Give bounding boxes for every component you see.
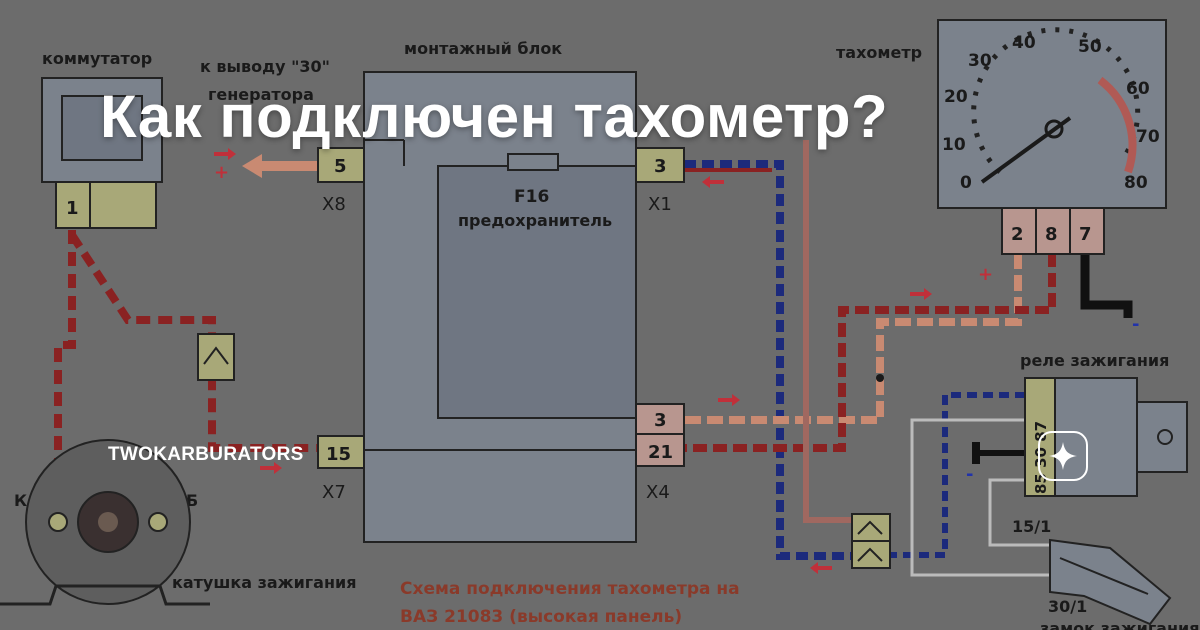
montage-block: монтажный блок F16 предохранитель [363, 39, 637, 543]
svg-text:2: 2 [1011, 224, 1024, 245]
wire-kommutator-x7 [68, 232, 318, 452]
svg-text:40: 40 [1012, 33, 1036, 53]
minus-tacho: - [1132, 314, 1139, 335]
to-generator-line2: генератора [208, 85, 314, 104]
ignition-switch-label: замок зажигания [1040, 619, 1200, 630]
svg-text:30: 30 [968, 51, 992, 71]
tachometer-label: тахометр [836, 43, 922, 62]
to-generator-line1: к выводу "30" [200, 57, 330, 76]
wire-tacho-pin7 [1080, 253, 1133, 318]
diode [197, 333, 235, 381]
wire-relay-blue [890, 392, 1025, 558]
connector-x7-name: X7 [322, 482, 346, 503]
kommutator-label: коммутатор [42, 49, 152, 68]
junction-dot [876, 374, 884, 382]
svg-text:10: 10 [942, 135, 966, 155]
connector-x1-name: X1 [648, 194, 672, 215]
sparkle-button[interactable] [1038, 431, 1088, 481]
sparkle-icon [1049, 442, 1077, 470]
svg-text:3: 3 [654, 156, 667, 177]
connector-x8-name: X8 [322, 194, 346, 215]
tachometer-needle [980, 116, 1072, 184]
wires [54, 140, 1133, 577]
wire-kommutator-coil [54, 230, 76, 520]
connector-x4: 3 21 X4 [635, 403, 685, 503]
svg-text:1: 1 [66, 198, 79, 219]
connector-x8: 5 X8 [317, 147, 365, 215]
svg-text:3: 3 [654, 410, 667, 431]
kommutator-pin-1 [55, 181, 157, 229]
fuse-label: предохранитель [458, 211, 612, 230]
connector-x4-name: X4 [646, 482, 670, 503]
svg-text:15: 15 [326, 444, 351, 465]
tacho-pin-2 [1001, 207, 1037, 255]
caption-line1: Схема подключения тахометра на [400, 579, 740, 599]
svg-text:0: 0 [960, 173, 972, 193]
ignition-switch-30: 30/1 [1048, 597, 1087, 616]
polarity-marks: + + - - [214, 162, 1139, 485]
brand-label: TWOKARBURATORS [108, 444, 304, 465]
fuse-f16 [507, 153, 559, 171]
svg-text:80: 80 [1124, 173, 1148, 193]
svg-text:70: 70 [1136, 127, 1160, 147]
tacho-pin-7 [1069, 207, 1105, 255]
ignition-coil: К Б катушка зажигания [0, 439, 357, 606]
ignition-switch-15: 15/1 [1012, 517, 1051, 536]
svg-text:5: 5 [334, 156, 347, 177]
wire-relay-grey-1 [910, 418, 1050, 577]
connector-x7: 15 X7 [317, 435, 365, 503]
plus-tacho: + [978, 264, 993, 285]
page-title: Как подключен тахометр? [100, 83, 889, 150]
fuse-name: F16 [514, 187, 549, 207]
arrow-to-generator [242, 154, 262, 178]
wire-relay-grey-2 [988, 478, 1050, 547]
relay-ground-bar [972, 442, 980, 464]
connector-x1: 3 X1 [635, 147, 685, 215]
wire-tacho-pin2 [684, 253, 1022, 424]
wire-pink-vertical [803, 140, 860, 523]
svg-text:50: 50 [1078, 37, 1102, 57]
ignition-coil-label: катушка зажигания [172, 573, 357, 592]
svg-text:7: 7 [1079, 224, 1092, 245]
relay-connector [851, 513, 891, 569]
svg-text:8: 8 [1045, 224, 1058, 245]
plus-generator: + [214, 162, 229, 183]
ignition-switch: 15/1 30/1 замок зажигания [1012, 517, 1200, 630]
wire-tacho-pin8 [684, 253, 1056, 452]
svg-text:20: 20 [944, 87, 968, 107]
kommutator: коммутатор 1 [41, 49, 163, 229]
minus-relay: - [966, 464, 973, 485]
montage-block-label: монтажный блок [404, 39, 562, 58]
caption-line2: ВАЗ 21083 (высокая панель) [400, 607, 682, 627]
svg-text:60: 60 [1126, 79, 1150, 99]
ignition-relay-label: реле зажигания [1020, 351, 1169, 370]
wire-x1-blue [684, 160, 860, 560]
tachometer: тахометр 0 10 20 30 40 50 60 70 80 2 8 7 [836, 19, 1167, 255]
flow-arrows [214, 148, 932, 574]
svg-text:21: 21 [648, 442, 673, 463]
coil-terminal-k: К [14, 491, 27, 510]
